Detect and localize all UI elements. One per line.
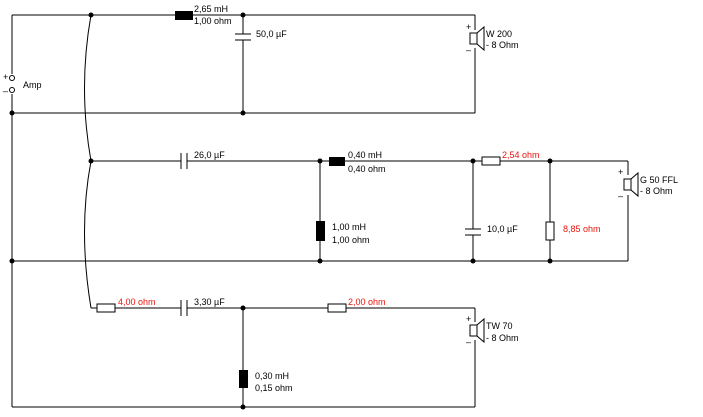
mid-shunt-capacitor[interactable]: 10,0 µF	[465, 224, 518, 236]
mid-series-capacitor[interactable]: 26,0 µF	[180, 150, 225, 169]
junction-dot	[470, 158, 476, 164]
tweeter-inductor-resistance: 0,15 ohm	[255, 383, 293, 393]
woofer-capacitor[interactable]: 50,0 µF	[235, 29, 287, 41]
speaker-magnet-icon	[623, 178, 632, 191]
junction-dot	[317, 158, 323, 164]
speaker-cone-icon	[476, 317, 485, 344]
tweeter-input-resistor[interactable]: 4,00 ohm	[96, 297, 156, 313]
mid-speaker-plus: +	[618, 167, 623, 177]
junction-dot	[9, 258, 15, 264]
woofer-capacitor-value: 50,0 µF	[256, 29, 287, 39]
junction-dot	[240, 305, 246, 311]
speaker-cone-icon	[476, 25, 485, 52]
mid-shunt-resistor-value: 8,85 ohm	[563, 224, 601, 234]
speaker-magnet-icon	[469, 324, 478, 337]
resistor-icon	[327, 303, 347, 313]
mid-speaker-impedance: - 8 Ohm	[640, 186, 673, 196]
amp-terminal-minus[interactable]	[9, 87, 15, 93]
tweeter-capacitor-value: 3,30 µF	[194, 297, 225, 307]
mid-inductor-resistance: 0,40 ohm	[348, 164, 386, 174]
tweeter-speaker-impedance: - 8 Ohm	[486, 333, 519, 343]
inductor-icon	[239, 370, 248, 388]
resistor-icon	[545, 221, 555, 241]
junction-dot	[9, 110, 15, 116]
junction-dot	[317, 258, 323, 264]
tweeter-shunt-inductor[interactable]: 0,30 mH 0,15 ohm	[239, 370, 293, 393]
junction-dot	[88, 158, 94, 164]
woofer-speaker-plus: +	[466, 22, 471, 32]
woofer-inductor-value: 2,65 mH	[194, 4, 228, 14]
junctions	[9, 12, 553, 410]
speaker-magnet-icon	[469, 32, 478, 45]
speaker-cone-icon	[630, 171, 639, 198]
mid-resistor-value: 2,54 ohm	[502, 150, 540, 160]
mid-capacitor-value: 26,0 µF	[194, 150, 225, 160]
junction-dot	[547, 258, 553, 264]
resistor-icon	[481, 156, 501, 166]
junction-dot	[470, 258, 476, 264]
junction-dot	[240, 12, 246, 18]
tweeter-speaker-plus: +	[466, 314, 471, 324]
amp-plus-sign: +	[3, 72, 8, 82]
mid-shunt-inductor-value: 1,00 mH	[332, 222, 366, 232]
mid-series-resistor[interactable]: 2,54 ohm	[481, 150, 540, 166]
inductor-icon	[175, 11, 193, 20]
junction-dot	[240, 404, 246, 410]
mid-speaker-minus: –	[618, 191, 623, 201]
mid-shunt-inductor[interactable]: 1,00 mH 1,00 ohm	[316, 221, 370, 245]
inductor-icon	[329, 157, 345, 166]
woofer-speaker-impedance: - 8 Ohm	[486, 40, 519, 50]
tweeter-resistor-value: 2,00 ohm	[348, 297, 386, 307]
mid-inductor-value: 0,40 mH	[348, 150, 382, 160]
tweeter-speaker-name: TW 70	[486, 321, 513, 331]
mid-shunt-inductor-resistance: 1,00 ohm	[332, 235, 370, 245]
woofer-speaker-minus: –	[466, 45, 471, 55]
tweeter-speaker[interactable]: + – TW 70 - 8 Ohm	[466, 314, 519, 347]
mid-series-inductor[interactable]: 0,40 mH 0,40 ohm	[329, 150, 386, 174]
amp-terminal-plus[interactable]	[9, 75, 15, 81]
tweeter-input-resistor-value: 4,00 ohm	[118, 297, 156, 307]
junction-dot	[240, 110, 246, 116]
woofer-speaker-name: W 200	[486, 29, 512, 39]
woofer-inductor[interactable]: 2,65 mH 1,00 ohm	[175, 4, 232, 26]
mid-speaker-name: G 50 FFL	[640, 175, 678, 185]
woofer-inductor-resistance: 1,00 ohm	[194, 16, 232, 26]
mid-speaker[interactable]: + – G 50 FFL - 8 Ohm	[618, 167, 678, 201]
tweeter-series-resistor[interactable]: 2,00 ohm	[327, 297, 386, 313]
tweeter-speaker-minus: –	[466, 337, 471, 347]
wires	[11, 14, 629, 408]
amp-minus-sign: –	[3, 86, 8, 96]
tweeter-series-capacitor[interactable]: 3,30 µF	[180, 297, 225, 316]
inductor-icon	[316, 221, 325, 241]
amp-terminals: + – Amp	[3, 72, 42, 96]
junction-dot	[88, 12, 94, 18]
mid-shunt-capacitor-value: 10,0 µF	[487, 224, 518, 234]
junction-dot	[547, 158, 553, 164]
woofer-speaker[interactable]: + – W 200 - 8 Ohm	[466, 22, 519, 55]
amp-label: Amp	[23, 80, 42, 90]
mid-shunt-resistor[interactable]: 8,85 ohm	[545, 221, 601, 241]
resistor-icon	[96, 303, 116, 313]
tweeter-inductor-value: 0,30 mH	[255, 371, 289, 381]
